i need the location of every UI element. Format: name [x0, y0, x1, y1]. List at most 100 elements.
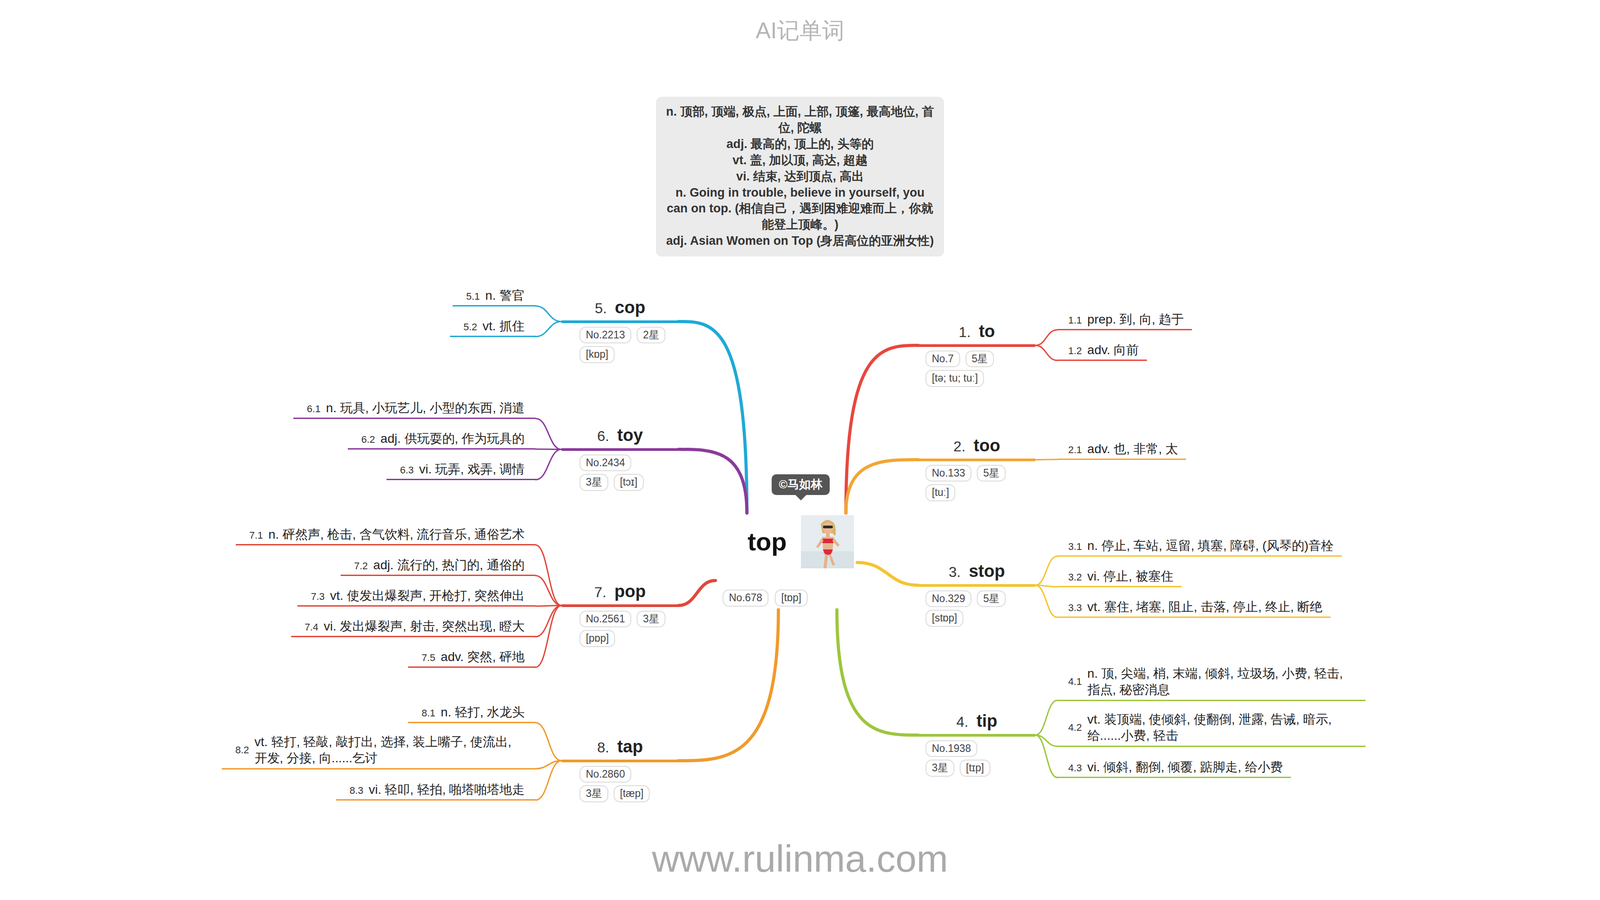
chip-row: 3星[tæp]	[579, 785, 679, 803]
branch-connector	[836, 609, 919, 736]
chip-row: No.2561 3星	[579, 610, 679, 628]
sense-number: 6.2	[361, 433, 376, 446]
branch-number: 1.	[958, 323, 971, 341]
chip-text: No.2561	[585, 612, 625, 625]
info-chip: No.2434	[579, 454, 632, 472]
branch-word: 1.toNo.75星[tə; tu; tuː]	[918, 320, 1036, 390]
branch-number: 5.	[594, 300, 607, 317]
branch-word-text: cop	[615, 297, 646, 317]
branch-heading: 8.tap	[561, 736, 679, 763]
photo-sunglasses	[822, 525, 833, 529]
headword-photo	[800, 515, 854, 569]
photo-head	[822, 521, 833, 534]
branch-word-text: to	[978, 321, 995, 341]
branch-word: 5.copNo.22132星[kɒp]	[561, 296, 679, 366]
branch-connector	[1035, 556, 1058, 586]
branch-heading: 3.stop	[918, 560, 1036, 587]
badge-pointer	[795, 494, 807, 501]
sense-number: 7.1	[249, 529, 264, 542]
chip-text: [tə; tu; tuː]	[931, 372, 978, 384]
info-chip: 3星	[636, 610, 666, 628]
chip-text: [pɒp]	[585, 632, 609, 644]
sense-text: adv. 突然, 砰地	[440, 648, 525, 666]
chip-row: [pɒp]	[579, 629, 679, 648]
chip-row: 3星[tɪp]	[925, 759, 1036, 777]
definition-item: 8.2 vt. 轻打, 轻敲, 敲打出, 选择, 装上嘴子, 使流出, 开发, 分…	[221, 733, 536, 770]
sense-number: 8.3	[349, 784, 364, 797]
sense-text: n. 顶, 尖端, 梢, 末端, 倾斜, 垃圾场, 小费, 轻击, 指点, 秘密…	[1087, 665, 1358, 699]
photo-leg	[823, 553, 828, 569]
sense-number: 7.4	[304, 621, 319, 634]
branch-connector	[845, 459, 919, 514]
sense-text: vt. 轻打, 轻敲, 敲打出, 选择, 装上嘴子, 使流出, 开发, 分接, …	[254, 733, 525, 767]
chip-rows: No.28603星[tæp]	[561, 765, 679, 803]
branch-connector	[845, 345, 919, 514]
definition-item: 8.1n. 轻打, 水龙头	[408, 704, 536, 724]
chip-text: 3星	[642, 612, 660, 625]
sense-text: vi. 轻叩, 轻拍, 啪塔啪塔地走	[368, 781, 526, 798]
definition-item: 5.2 vt. 抓住	[449, 318, 536, 338]
watermark-url: www.rulinma.com	[0, 835, 1600, 882]
chip-text: 3星	[931, 761, 949, 774]
definition-item: 1.1prep. 到, 向, 趋于	[1057, 311, 1192, 331]
chip-text: 5星	[983, 467, 1000, 479]
chip-rows: No.3295星[stɒp]	[918, 590, 1036, 628]
branch-connector	[535, 722, 562, 761]
chip-row: No.2434	[579, 454, 679, 472]
chip-row: No.1938	[925, 740, 1036, 758]
chip-row: No.3295星	[925, 590, 1036, 608]
branch-connector	[1035, 735, 1058, 778]
branch-word: 8.tapNo.28603星[tæp]	[561, 736, 679, 805]
chip-rows: No.19383星[tɪp]	[918, 740, 1036, 778]
info-chip: [kɒp]	[579, 346, 615, 364]
definition-item: 6.3vi. 玩弄, 戏弄, 调情	[386, 461, 536, 481]
photo-arm	[816, 537, 824, 549]
branch-word-text: tap	[617, 737, 643, 756]
info-chip: [stɒp]	[925, 609, 964, 627]
definition-item: 6.2adj. 供玩耍的, 作为玩具的	[347, 430, 536, 450]
branch-connector	[535, 760, 562, 800]
sense-text: n. 停止, 车站, 逗留, 填塞, 障碍, (风琴的)音栓	[1087, 537, 1335, 554]
definition-item: 3.3vt. 塞住, 堵塞, 阻止, 击落, 停止, 终止, 断绝	[1057, 598, 1331, 618]
chip-text: No.2434	[585, 456, 625, 469]
sense-text: vt. 抓住	[482, 318, 525, 335]
photo-ground	[800, 515, 854, 569]
chip-row: [tuː]	[925, 484, 1036, 502]
sense-number: 7.3	[310, 590, 325, 603]
branch-word-text: too	[973, 435, 1001, 455]
sense-text: adv. 也, 非常, 太	[1087, 440, 1179, 458]
sense-text: n. 玩具, 小玩艺儿, 小型的东西, 消遣	[326, 400, 526, 417]
branch-word-text: tip	[976, 711, 998, 731]
branch-word: 4.tipNo.19383星[tɪp]	[918, 710, 1036, 780]
sense-number: 5.2	[463, 321, 478, 333]
info-chip: [tə; tu; tuː]	[925, 369, 985, 387]
branch-word: 3.stopNo.3295星[stɒp]	[918, 560, 1036, 630]
chip-row: [kɒp]	[579, 346, 679, 364]
sense-text: vt. 装顶端, 使倾斜, 使翻倒, 泄露, 告诫, 暗示, 给......小费…	[1087, 711, 1358, 745]
branch-word: 2.tooNo.1335星[tuː]	[918, 435, 1036, 504]
sense-text: vt. 使发出爆裂声, 开枪打, 突然伸出	[330, 587, 525, 604]
sense-number: 8.2	[235, 744, 250, 756]
definition-item: 7.3 vt. 使发出爆裂声, 开枪打, 突然伸出	[297, 587, 536, 607]
definition-item: 5.1n. 警官	[452, 287, 536, 307]
sense-text: vi. 停止, 被塞住	[1087, 568, 1174, 585]
branch-connector	[535, 305, 562, 322]
info-chip: [tɔɪ]	[613, 473, 644, 491]
info-chip: No.2561	[579, 610, 632, 628]
sense-text: vi. 玩弄, 戏弄, 调情	[419, 461, 526, 478]
summary-line: n. Going in trouble, believe in yourself…	[665, 184, 935, 234]
info-chip: No.2213	[579, 326, 632, 344]
chip-row: [tə; tu; tuː]	[925, 369, 1036, 387]
sense-number: 3.3	[1068, 602, 1083, 614]
chip-text: No.2213	[585, 328, 625, 341]
definition-item: 4.3vi. 倾斜, 翻倒, 倾覆, 踮脚走, 给小费	[1057, 759, 1291, 778]
central-word: topNo.678[tɒp]	[715, 512, 858, 610]
info-chip: [pɒp]	[579, 629, 616, 648]
definition-item: 7.1n. 砰然声, 枪击, 含气饮料, 流行音乐, 通俗艺术	[235, 526, 536, 546]
definition-item: 3.1n. 停止, 车站, 逗留, 填塞, 障碍, (风琴的)音栓	[1057, 537, 1342, 557]
branch-connector	[535, 321, 562, 337]
branch-connector	[678, 449, 747, 514]
chip-rows: No.2561 3星 [pɒp]	[561, 610, 679, 648]
chip-text: 3星	[585, 787, 603, 800]
